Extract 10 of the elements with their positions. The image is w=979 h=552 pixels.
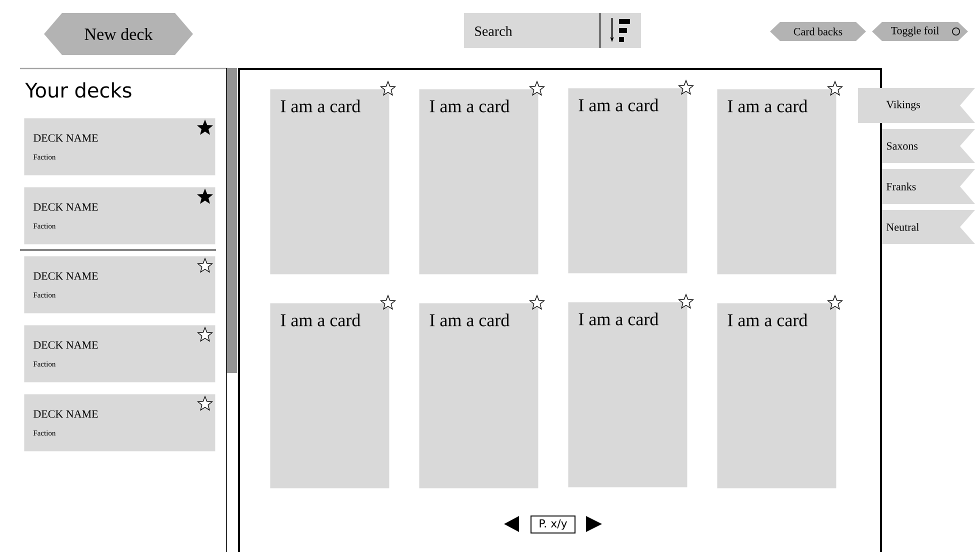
node-label: Search <box>475 26 512 36</box>
page-indicator: P. x/y <box>530 516 576 534</box>
faction-tab: Neutral <box>882 210 976 244</box>
faction-tab: Franks <box>882 169 976 204</box>
toggle-foil-button: Toggle foil <box>872 22 968 41</box>
faction-tab: Saxons <box>882 129 976 163</box>
panel-heading: Your decks <box>25 82 132 98</box>
faction-tab: Vikings <box>858 88 976 123</box>
card-backs-button: Card backs <box>770 22 866 41</box>
new-deck-button: New deck <box>44 13 193 55</box>
